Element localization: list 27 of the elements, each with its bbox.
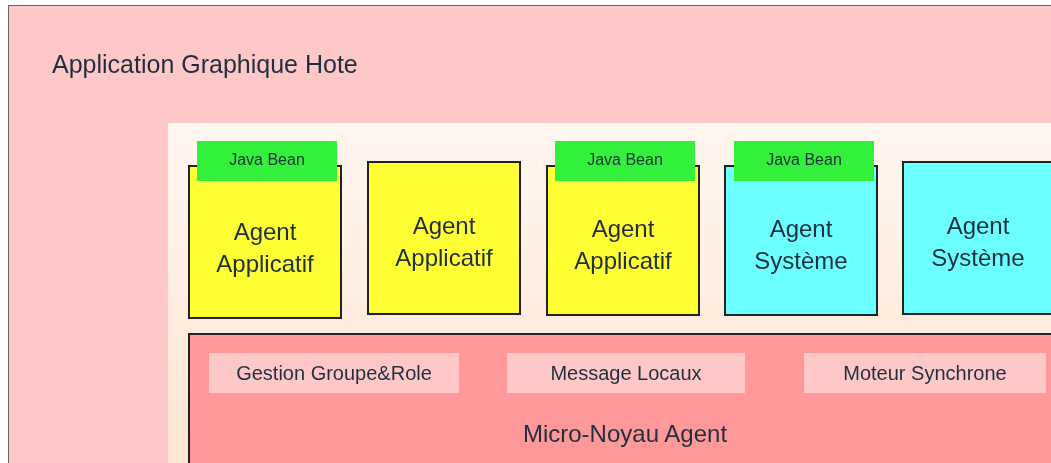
module-box [507, 353, 745, 393]
agent-box [367, 161, 521, 315]
agent-box [188, 165, 342, 319]
frame-title: Application Graphique Hote [52, 50, 358, 79]
agent-label: Agent Applicatif [394, 211, 494, 273]
component-tag [555, 141, 695, 181]
kernel-box [188, 333, 1051, 463]
module-box [209, 353, 459, 393]
agent-label: Agent Applicatif [573, 213, 673, 276]
component-tag [197, 141, 337, 181]
module-label: Gestion Groupe&Role [235, 362, 433, 385]
platform-panel [168, 123, 1051, 463]
kernel-label: Micro-Noyau Agent [521, 420, 729, 448]
module-label: Moteur Synchrone [842, 362, 1008, 385]
host-application-frame [8, 5, 1051, 463]
agent-box [724, 165, 878, 316]
component-tag [734, 141, 874, 181]
tag-label: Java Bean [765, 151, 843, 169]
tag-label: Java Bean [228, 151, 306, 169]
module-label: Message Locaux [549, 362, 703, 385]
agent-label: Agent Système [753, 213, 849, 276]
agent-label: Agent Applicatif [215, 217, 315, 279]
tag-label: Java Bean [586, 151, 664, 169]
agent-box [902, 161, 1051, 315]
agent-label: Agent Système [930, 211, 1026, 273]
module-box [804, 353, 1046, 393]
agent-box [546, 165, 700, 316]
